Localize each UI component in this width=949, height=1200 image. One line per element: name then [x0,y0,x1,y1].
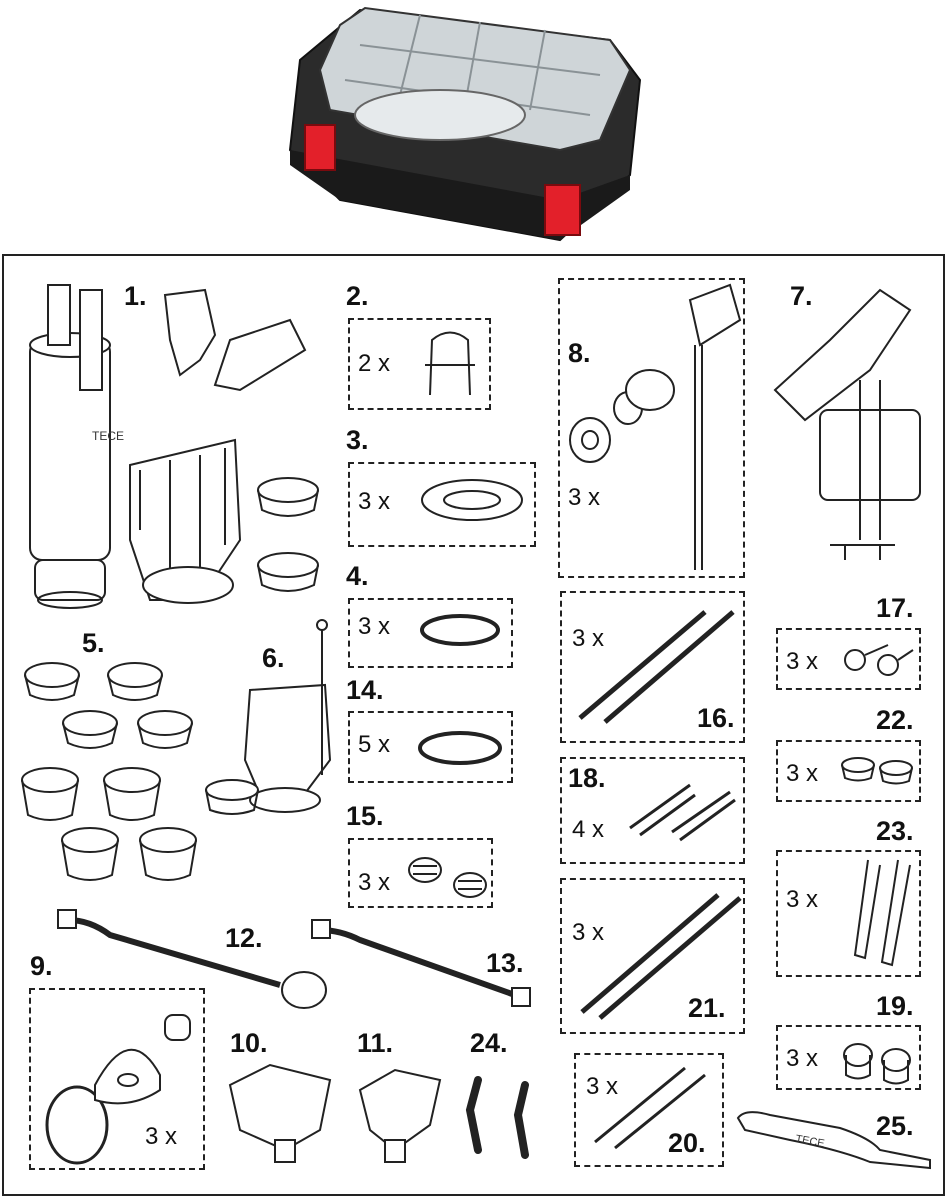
hook-icon [855,860,910,965]
case-latch-left-icon [304,124,336,171]
quantity-label: 3 x [786,648,819,675]
item-number: 4. [346,561,369,591]
parts-overview-frame [2,254,945,1196]
box-item-23 [776,850,921,977]
box-item-9 [29,988,205,1170]
svg-text:TECE: TECE [92,429,124,443]
quantity-label: 3 x [786,760,819,787]
item-number: 15. [346,801,384,831]
handle-icon [470,1080,525,1155]
quantity-label: 3 x [572,625,605,652]
long-screw-icon [595,1068,705,1148]
cap-icon [409,858,486,897]
box-item-15 [348,838,493,908]
tool-case-illustration [288,6,642,242]
item-number: 3. [346,425,369,455]
overflow-basket-icon [130,440,240,603]
box-item-14 [348,711,513,783]
quantity-label: 4 x [572,816,605,843]
item-number: 18. [568,763,606,793]
hose-nut-icon [58,910,530,1008]
item-number: 17. [876,593,914,623]
quantity-label: 3 x [586,1073,619,1100]
box-item-22 [776,740,921,802]
box-item-2 [348,318,491,410]
box-item-8 [558,278,745,578]
o-ring-icon [422,616,498,644]
ring-set-icon [22,663,196,880]
lever-arm-icon [165,290,305,390]
box-item-18 [560,757,745,864]
fill-valve-icon [775,290,920,560]
svg-text:TECE: TECE [794,1133,825,1150]
item-number: 5. [82,628,105,658]
item-number: 12. [225,923,263,953]
item-number: 22. [876,705,914,735]
quantity-label: 3 x [786,1045,819,1072]
quantity-label: 5 x [358,731,391,758]
box-item-16 [560,591,745,743]
long-rod-icon [582,895,740,1018]
plug-icon [844,1044,910,1084]
item-number: 10. [230,1028,268,1058]
quantity-label: 3 x [572,919,605,946]
box-item-20 [574,1053,724,1167]
spring-icon [630,785,735,840]
item-number: 13. [486,948,524,978]
flush-valve-icon: TECE [30,285,124,608]
quantity-label: 3 x [358,869,391,896]
valve-seal-icon [47,1015,190,1163]
valve-assembly-icon [570,285,740,570]
item-number: 14. [346,675,384,705]
box-item-3 [348,462,536,547]
quantity-label: 3 x [568,484,601,511]
box-item-19 [776,1025,921,1090]
item-number: 7. [790,281,813,311]
bracket-icon [230,1065,440,1162]
item-number: 25. [876,1111,914,1141]
box-item-4 [348,598,513,668]
box-item-21 [560,878,745,1034]
item-number: 8. [568,338,591,368]
item-number: 24. [470,1028,508,1058]
key-tool-icon: TECE [738,1112,930,1168]
item-number: 9. [30,951,53,981]
item-number: 23. [876,816,914,846]
basket-with-rod-icon [206,620,330,814]
flat-washer-icon [422,480,522,520]
quantity-label: 3 x [145,1123,178,1150]
quantity-label: 3 x [358,488,391,515]
item-number: 11. [357,1028,394,1058]
item-number: 6. [262,643,285,673]
quantity-label: 3 x [358,613,391,640]
spring-clip-icon [425,333,475,396]
item-number: 2. [346,281,369,311]
item-number: 19. [876,991,914,1021]
quantity-label: 2 x [358,350,391,377]
small-cap-icon [842,758,912,784]
sealing-ring-icon [258,478,318,591]
item-number: 20. [668,1128,706,1158]
threaded-rod-icon [580,612,733,722]
quantity-label: 3 x [786,886,819,913]
screw-icon [845,645,913,675]
o-ring-icon [420,733,500,763]
item-number: 16. [697,703,735,733]
item-number: 1. [124,281,147,311]
case-latch-right-icon [544,184,581,236]
item-number: 21. [688,993,726,1023]
box-item-17 [776,628,921,690]
